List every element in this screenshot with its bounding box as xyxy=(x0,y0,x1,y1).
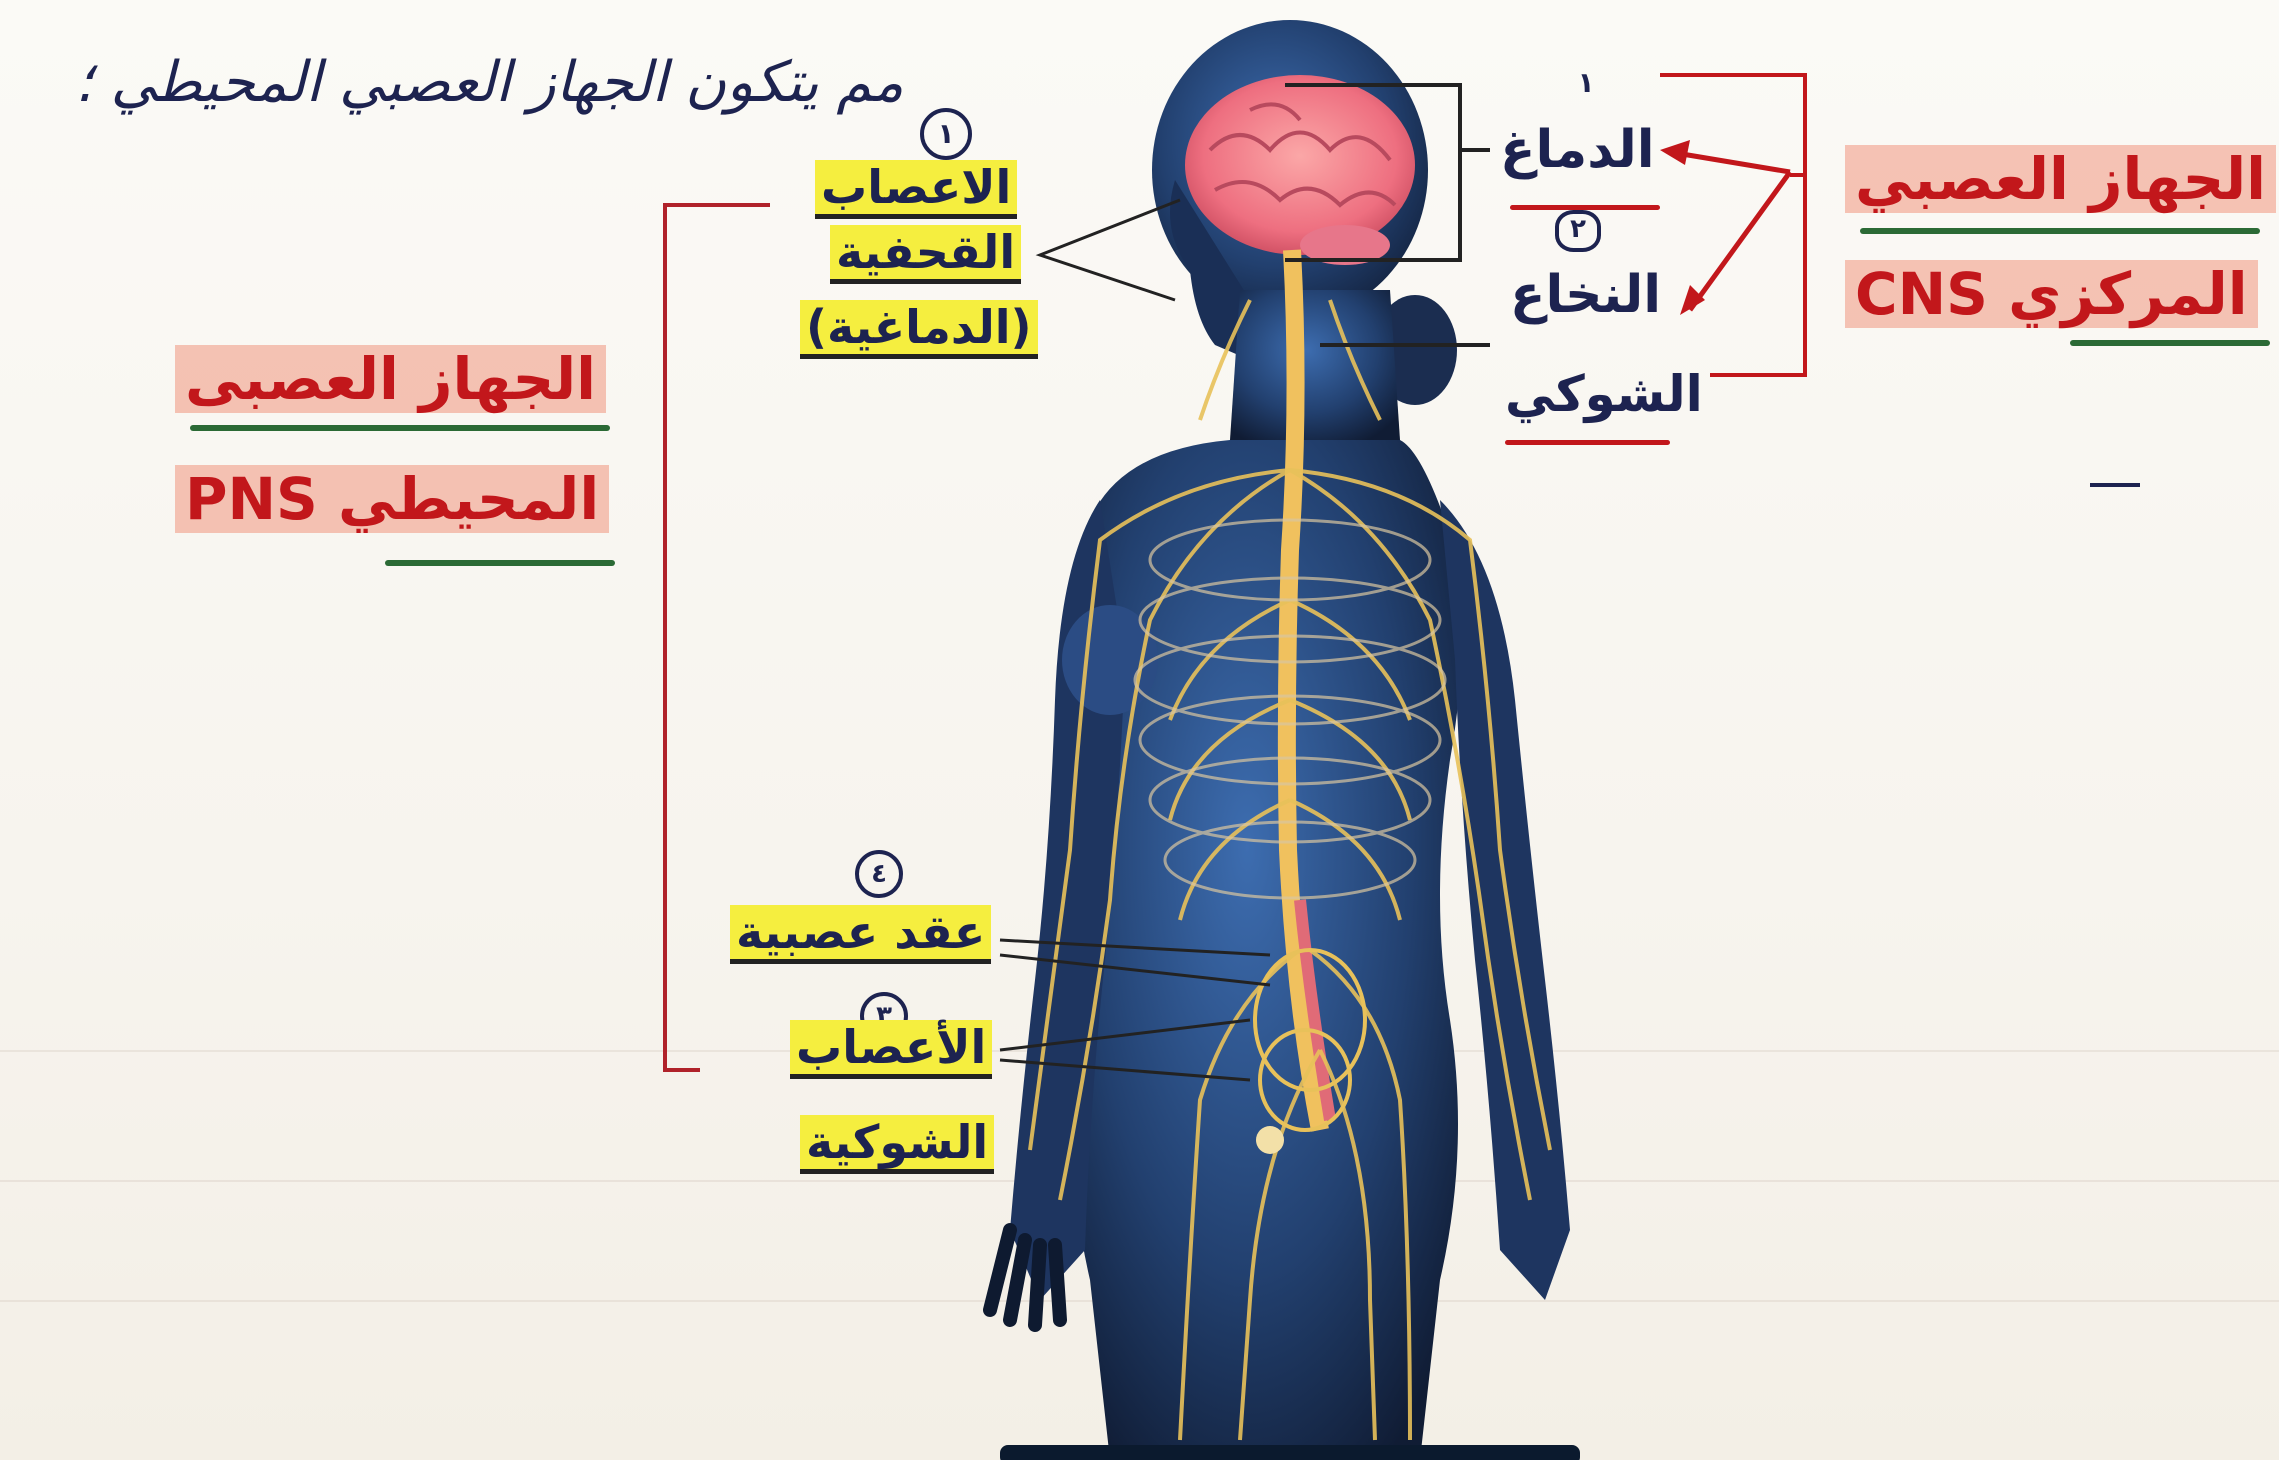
cns-title-underline xyxy=(1860,228,2260,234)
cns-title-line1: الجهاز العصبي xyxy=(1845,145,2276,213)
pns-title-line2: المحيطي PNS xyxy=(175,465,609,533)
ganglia-number: ٤ xyxy=(855,850,903,898)
cns-title-underline-2 xyxy=(2070,340,2270,346)
pns-title-underline xyxy=(190,425,610,431)
pns-title-underline-2 xyxy=(385,560,615,566)
ganglion-dot xyxy=(1256,1126,1284,1154)
cranial-nerves-line3: (الدماغية) xyxy=(800,300,1038,359)
brain-number: ١ xyxy=(1565,62,1607,104)
spinal-cord-label-line1: النخاع xyxy=(1510,265,1661,325)
cns-title-line2: المركزي CNS xyxy=(1845,260,2258,328)
cranial-number: ١ xyxy=(920,108,972,160)
cns-arrows xyxy=(1670,152,1790,310)
cord-number: ٢ xyxy=(1555,210,1601,252)
pns-title-line1: الجهاز العصبى xyxy=(175,345,606,413)
cranial-nerves-line1: الاعصاب xyxy=(815,160,1017,219)
spinal-cord-underline xyxy=(1505,440,1670,445)
spinal-nerves-line2: الشوكية xyxy=(800,1115,994,1174)
spinal-cord-label-line2: الشوكي xyxy=(1505,365,1703,423)
cranial-nerves-line2: القحفية xyxy=(830,225,1021,284)
ganglia-label: عقد عصبية xyxy=(730,905,991,964)
brain-label: الدماغ xyxy=(1500,120,1655,180)
page-heading: مم يتكون الجهاز العصبي المحيطي ؛ xyxy=(75,50,904,115)
cns-outer-bracket xyxy=(1660,75,1805,375)
spinal-nerves-line1: الأعصاب xyxy=(790,1020,992,1079)
arrow-heads xyxy=(1660,140,1705,315)
